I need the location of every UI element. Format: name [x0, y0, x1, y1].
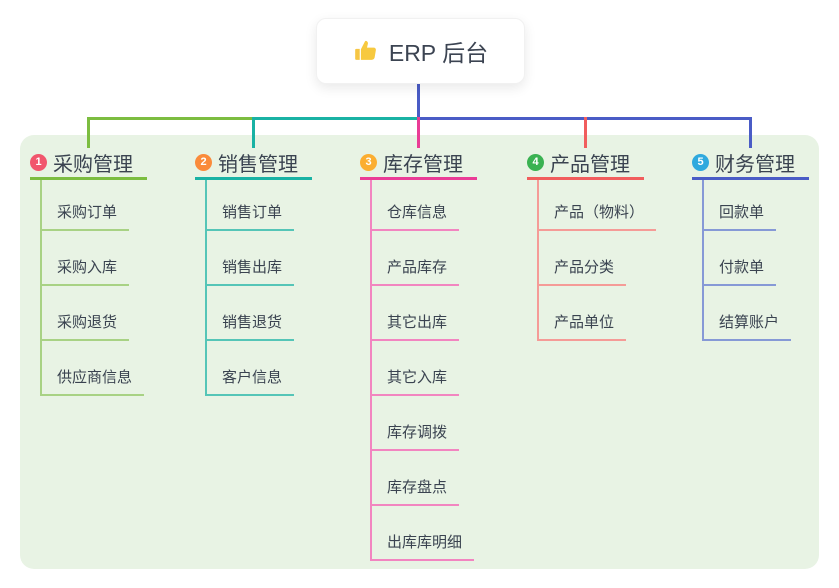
branch-number-badge: 3: [360, 153, 377, 171]
connector-drop-product: [584, 117, 587, 148]
connector-drop-finance: [749, 117, 752, 148]
child-node[interactable]: 仓库信息: [372, 203, 460, 231]
branch-sales: 2 销售管理 销售订单 销售出库 销售退货 客户信息: [195, 150, 312, 396]
mindmap-panel: [20, 135, 819, 569]
child-node[interactable]: 付款单: [704, 258, 777, 286]
branch-number-badge: 2: [195, 153, 212, 171]
child-node[interactable]: 产品（物料）: [539, 203, 657, 231]
child-node[interactable]: 库存调拨: [372, 423, 460, 451]
thumbs-up-icon: [353, 38, 379, 64]
child-node[interactable]: 采购订单: [42, 203, 130, 231]
connector-drop-sales: [252, 117, 255, 148]
branch-finance-node[interactable]: 5 财务管理: [692, 150, 809, 180]
branch-finance: 5 财务管理 回款单 付款单 结算账户: [692, 150, 809, 341]
branch-product-children: 产品（物料） 产品分类 产品单位: [537, 180, 657, 341]
branch-inventory: 3 库存管理 仓库信息 产品库存 其它出库 其它入库 库存调拨 库存盘点 出库库…: [360, 150, 477, 561]
child-node[interactable]: 库存盘点: [372, 478, 460, 506]
branch-sales-node[interactable]: 2 销售管理: [195, 150, 312, 180]
child-node[interactable]: 产品库存: [372, 258, 460, 286]
branch-number-badge: 5: [692, 153, 709, 171]
child-node[interactable]: 产品单位: [539, 313, 627, 341]
branch-inventory-children: 仓库信息 产品库存 其它出库 其它入库 库存调拨 库存盘点 出库库明细: [370, 180, 475, 561]
branch-number-badge: 4: [527, 153, 544, 171]
child-node[interactable]: 回款单: [704, 203, 777, 231]
connector-bus-segment-2: [252, 117, 417, 120]
connector-drop-inventory: [417, 117, 420, 148]
child-node[interactable]: 供应商信息: [42, 368, 145, 396]
child-node[interactable]: 其它出库: [372, 313, 460, 341]
child-node[interactable]: 其它入库: [372, 368, 460, 396]
branch-procurement-children: 采购订单 采购入库 采购退货 供应商信息: [40, 180, 145, 396]
branch-procurement-node[interactable]: 1 采购管理: [30, 150, 147, 180]
branch-product-node[interactable]: 4 产品管理: [527, 150, 644, 180]
branch-label: 产品管理: [550, 153, 630, 176]
branch-label: 采购管理: [53, 153, 133, 176]
child-node[interactable]: 采购退货: [42, 313, 130, 341]
child-node[interactable]: 销售出库: [207, 258, 295, 286]
branch-inventory-node[interactable]: 3 库存管理: [360, 150, 477, 180]
branch-label: 库存管理: [383, 153, 463, 176]
branch-number-badge: 1: [30, 153, 47, 171]
branch-label: 销售管理: [218, 153, 298, 176]
connector-root-drop: [417, 82, 420, 120]
branch-product: 4 产品管理 产品（物料） 产品分类 产品单位: [527, 150, 657, 341]
child-node[interactable]: 出库库明细: [372, 533, 475, 561]
child-node[interactable]: 销售订单: [207, 203, 295, 231]
branch-finance-children: 回款单 付款单 结算账户: [702, 180, 792, 341]
child-node[interactable]: 销售退货: [207, 313, 295, 341]
child-node[interactable]: 结算账户: [704, 313, 792, 341]
connector-bus-segment-1: [87, 117, 252, 120]
branch-sales-children: 销售订单 销售出库 销售退货 客户信息: [205, 180, 295, 396]
child-node[interactable]: 产品分类: [539, 258, 627, 286]
branch-label: 财务管理: [715, 153, 795, 176]
connector-drop-procurement: [87, 117, 90, 148]
root-node[interactable]: ERP 后台: [316, 18, 525, 84]
child-node[interactable]: 客户信息: [207, 368, 295, 396]
root-label: ERP 后台: [388, 40, 489, 66]
branch-procurement: 1 采购管理 采购订单 采购入库 采购退货 供应商信息: [30, 150, 147, 396]
child-node[interactable]: 采购入库: [42, 258, 130, 286]
